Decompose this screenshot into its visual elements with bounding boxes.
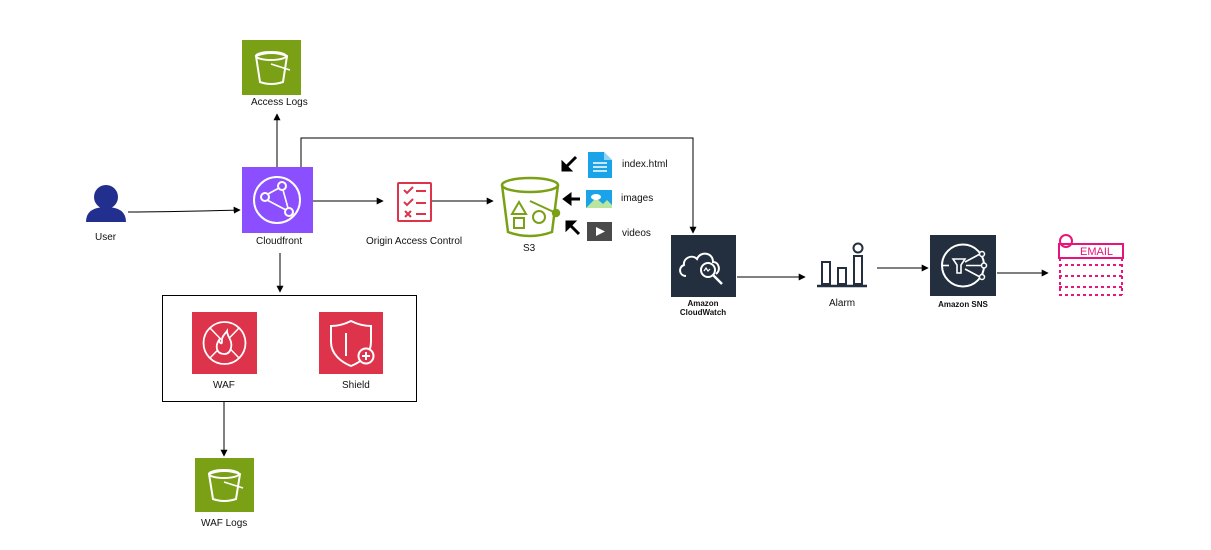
cloudwatch-icon — [671, 235, 736, 297]
sns-icon — [930, 235, 996, 296]
user-label: User — [95, 232, 117, 243]
content-arrows — [561, 155, 581, 236]
email-icon-text: EMAIL — [1080, 246, 1113, 258]
s3-bucket-icon — [500, 176, 561, 238]
waf-logs-label: WAF Logs — [201, 518, 248, 529]
html-file-icon — [588, 152, 612, 178]
videos-label: videos — [622, 228, 651, 239]
cloudwatch-label-line1: Amazon — [687, 299, 719, 308]
waf-logs-bucket-icon — [195, 458, 254, 512]
access-logs-bucket-icon — [242, 40, 301, 95]
index-html-label: index.html — [622, 159, 668, 170]
waf-icon — [192, 312, 257, 374]
cloudfront-icon — [242, 167, 313, 233]
email-icon: EMAIL — [1058, 234, 1124, 296]
images-label: images — [621, 193, 654, 204]
origin-access-control-label: Origin Access Control — [366, 236, 463, 247]
video-file-icon — [587, 222, 612, 241]
connectors — [127, 113, 1049, 457]
cloudwatch-label-line2: CloudWatch — [679, 308, 727, 317]
access-logs-label: Access Logs — [251, 97, 308, 108]
user-icon — [86, 185, 126, 222]
s3-label: S3 — [523, 243, 536, 254]
security-group-box — [162, 295, 417, 402]
arrow-videos-to-s3-icon — [565, 220, 581, 236]
shield-label: Shield — [342, 380, 370, 391]
arrow-user-to-cloudfront — [127, 206, 241, 214]
cloudwatch-label: Amazon CloudWatch — [668, 299, 738, 317]
arrow-index-to-s3-icon — [561, 155, 578, 172]
arrow-images-to-s3-icon — [562, 192, 580, 206]
cloudfront-label: Cloudfront — [256, 236, 303, 247]
waf-label: WAF — [213, 380, 235, 391]
alarm-chart-icon — [817, 242, 867, 288]
image-file-icon — [586, 190, 612, 208]
origin-access-control-icon — [397, 182, 432, 222]
shield-icon — [319, 312, 383, 374]
sns-label: Amazon SNS — [938, 300, 988, 309]
arrow-cloudfront-to-cloudwatch — [300, 137, 697, 234]
alarm-label: Alarm — [829, 298, 856, 309]
